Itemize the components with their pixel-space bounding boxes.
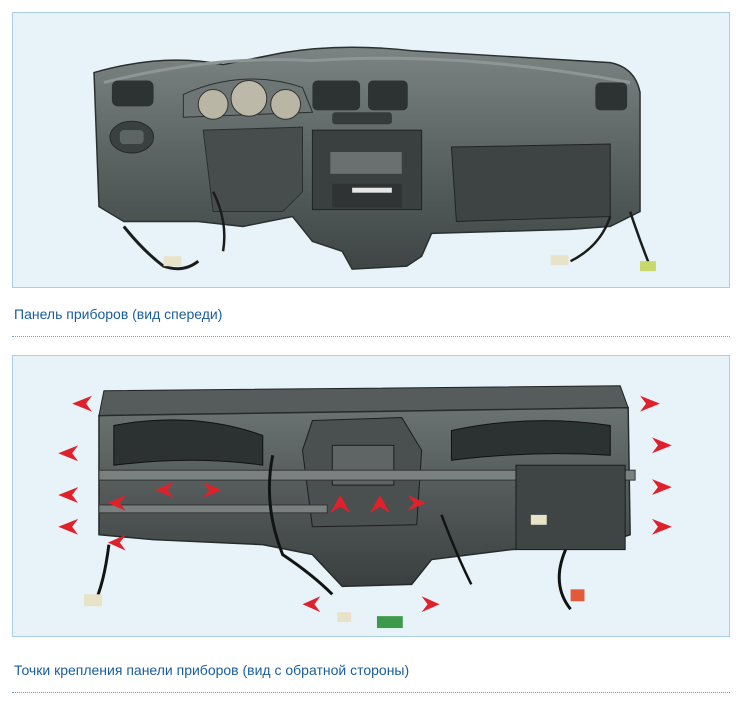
red-arrow-icon: [58, 518, 79, 535]
front-view-caption: Панель приборов (вид спереди): [14, 306, 223, 322]
red-arrow-icon: [203, 482, 222, 498]
red-arrow-icon: [651, 437, 672, 454]
front-view-figure: [12, 12, 730, 288]
rear-view-caption: Точки крепления панели приборов (вид с о…: [14, 662, 410, 678]
caption-separator: [12, 336, 730, 337]
red-arrow-icon: [302, 596, 321, 613]
red-arrow-icon: [155, 482, 174, 498]
red-arrow-icon: [421, 596, 440, 613]
dashboard-rear-photo: [58, 385, 672, 629]
dashboard-front-photo: [93, 46, 656, 272]
red-arrow-icon: [72, 395, 92, 412]
caption-separator: [12, 692, 730, 693]
red-arrow-icon: [58, 487, 79, 503]
attachment-markers: [58, 395, 672, 613]
red-arrow-icon: [407, 495, 426, 511]
red-arrow-icon: [651, 518, 672, 535]
red-arrow-icon: [107, 495, 126, 511]
red-arrow-icon: [330, 495, 351, 513]
red-arrow-icon: [640, 395, 660, 412]
red-arrow-icon: [370, 495, 390, 513]
red-arrow-icon: [651, 479, 672, 496]
red-arrow-icon: [58, 445, 79, 462]
rear-view-figure: [12, 355, 730, 637]
red-arrow-icon: [107, 534, 126, 551]
